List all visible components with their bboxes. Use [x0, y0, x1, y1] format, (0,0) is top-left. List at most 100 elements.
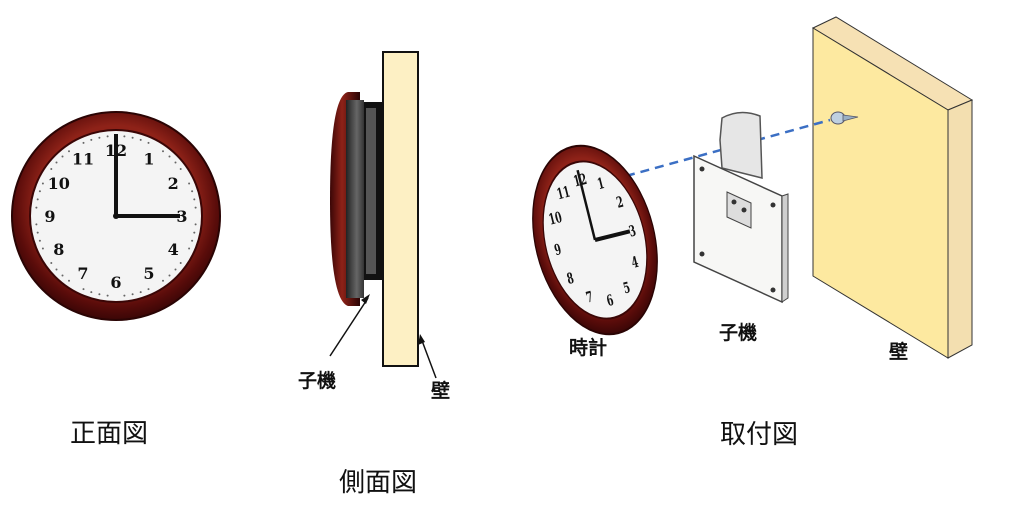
front-clock-tick	[90, 291, 93, 294]
mount-clock-numeral: 1	[595, 174, 606, 193]
mount-view: 121234567891011	[532, 16, 974, 359]
front-clock: 121234567891011	[11, 111, 221, 321]
front-clock-tick	[193, 231, 196, 234]
side-view	[329, 51, 437, 379]
side-wall-arrowhead	[418, 334, 425, 345]
front-clock-tick	[55, 161, 58, 164]
front-clock-numeral: 9	[44, 207, 55, 226]
front-clock-numerals: 121234567891011	[44, 141, 187, 292]
side-clock-body	[346, 100, 364, 298]
front-clock-numeral: 7	[77, 264, 88, 283]
front-clock-tick	[36, 198, 39, 201]
mount-clock-numeral: 4	[629, 252, 640, 271]
front-clock-numeral: 10	[48, 174, 70, 193]
mount-clock-minute-hand	[576, 169, 597, 241]
mount-clock-label: 時計	[569, 337, 608, 359]
front-clock-tick	[35, 223, 38, 226]
front-clock-tick	[131, 293, 134, 296]
front-clock-tick	[194, 206, 197, 209]
mount-unit	[693, 111, 789, 304]
front-clock-tick	[35, 206, 38, 209]
screw-icon	[830, 111, 859, 125]
front-clock-tick	[36, 231, 39, 234]
mount-clock-numeral: 8	[565, 269, 576, 288]
front-clock-tick	[68, 150, 70, 153]
front-clock-tick	[174, 268, 177, 271]
mount-unit-label: 子機	[719, 322, 758, 344]
mount-clock-numeral: 5	[621, 278, 632, 297]
front-clock-tick	[82, 141, 85, 144]
front-clock-tick	[179, 168, 182, 170]
mount-clock-numeral: 10	[547, 208, 564, 229]
mount-clock-numerals: 121234567891011	[547, 170, 641, 310]
front-clock-hub	[113, 213, 119, 219]
side-view-title: 側面図	[339, 468, 418, 498]
front-clock-tick	[147, 288, 150, 291]
front-clock-tick	[38, 239, 41, 242]
front-clock-tick	[123, 294, 126, 297]
mount-unit-hanger	[719, 111, 763, 179]
front-clock-numeral: 8	[53, 240, 64, 259]
mount-clock-numeral: 7	[584, 287, 595, 306]
mount-clock-numeral: 11	[555, 182, 572, 203]
front-clock-tick	[61, 155, 64, 158]
mount-clock: 121234567891011	[532, 144, 658, 336]
side-wall-leader	[420, 337, 437, 379]
front-clock-numeral: 11	[72, 150, 94, 169]
front-clock-tick	[90, 138, 93, 141]
front-clock-numeral: 1	[143, 150, 154, 169]
mount-clock-hour-hand	[594, 229, 631, 242]
front-clock-tick	[162, 150, 164, 153]
front-clock-tick	[38, 190, 41, 193]
mount-clock-numeral: 6	[605, 291, 616, 310]
front-clock-numeral: 2	[168, 174, 179, 193]
side-wall-label: 壁	[431, 380, 451, 402]
front-clock-tick	[168, 274, 171, 277]
front-clock-tick	[147, 141, 150, 144]
mount-clock-numeral: 9	[552, 240, 563, 259]
front-clock-tick	[191, 190, 194, 193]
front-clock-tick	[68, 279, 70, 282]
front-clock-tick	[188, 182, 191, 185]
front-clock-tick	[168, 155, 171, 158]
front-clock-tick	[41, 247, 44, 250]
mount-clock-numeral: 3	[627, 221, 638, 240]
side-wall	[382, 51, 419, 367]
front-clock-ticks	[35, 135, 197, 297]
front-clock-tick	[106, 294, 109, 297]
side-unit-plate	[366, 108, 376, 274]
front-clock-tick	[139, 291, 142, 294]
mount-unit-body	[693, 154, 783, 304]
front-clock-tick	[194, 223, 197, 226]
front-clock-tick	[41, 182, 44, 185]
mount-wall-label: 壁	[889, 341, 909, 363]
mount-unit-edge	[781, 193, 789, 303]
mount-wall-face	[812, 27, 949, 359]
front-clock-tick	[193, 198, 196, 201]
front-clock-tick	[188, 247, 191, 250]
front-clock-tick	[179, 262, 182, 264]
front-clock-tick	[131, 136, 134, 139]
front-clock-numeral: 5	[143, 264, 154, 283]
mount-view-title: 取付図	[720, 420, 799, 450]
front-clock-tick	[82, 288, 85, 291]
front-clock-numeral: 4	[168, 240, 179, 259]
front-clock-tick	[123, 135, 126, 138]
front-clock-numeral: 6	[110, 273, 121, 292]
front-clock-numeral: 3	[176, 207, 187, 226]
side-unit-label: 子機	[298, 370, 337, 392]
mount-clock-numeral: 2	[614, 192, 625, 211]
front-clock-tick	[98, 293, 101, 296]
front-clock-tick	[61, 274, 64, 277]
side-unit-leader	[329, 297, 369, 357]
side-unit-arrowhead	[361, 294, 370, 304]
front-clock-tick	[55, 268, 58, 271]
front-clock-tick	[174, 161, 177, 164]
front-clock-tick	[98, 136, 101, 139]
mount-wall-side	[947, 99, 973, 359]
front-clock-tick	[106, 135, 109, 138]
front-clock-tick	[162, 279, 164, 282]
front-clock-tick	[139, 138, 142, 141]
